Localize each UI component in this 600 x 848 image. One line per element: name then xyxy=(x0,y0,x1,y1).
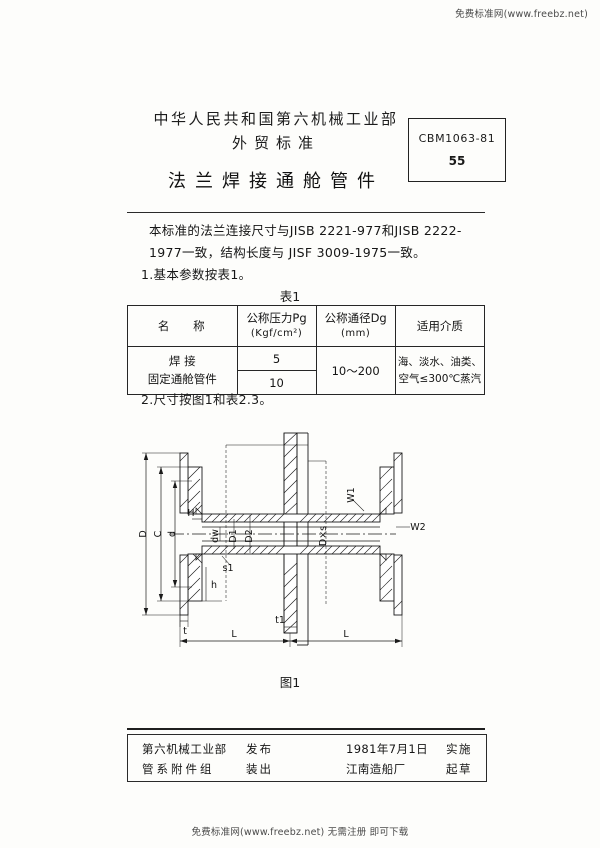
dimension-label-plate-thickness: t1 xyxy=(275,615,285,626)
dimension-label-flange-thickness: t xyxy=(183,626,187,637)
document-header: 中华人民共和国第六机械工业部 外贸标准 法兰焊接通舱管件 xyxy=(0,108,600,193)
column-header-pressure-unit: (Kgf/cm²) xyxy=(250,328,303,340)
intro-paragraph: 本标准的法兰连接尺寸与JISB 2221-977和JISB 2222-1977一… xyxy=(149,223,462,260)
cell-pressure-10: 10 xyxy=(236,370,317,395)
standard-number: CBM1063-81 xyxy=(418,132,496,145)
footer-group-action: 装出 xyxy=(246,762,273,776)
body-text: 本标准的法兰连接尺寸与JISB 2221-977和JISB 2222-1977一… xyxy=(127,220,487,286)
dimension-label-bolt-circle: C xyxy=(153,530,164,537)
table-body: 焊 接 固定通舱管件 5 10～200 海、淡水、油类、 空气≤300℃蒸汽 1… xyxy=(127,346,486,395)
figure-caption: 图1 xyxy=(279,675,301,690)
footer-divider xyxy=(127,728,485,730)
footer-drafter: 江南造船厂 xyxy=(346,762,406,776)
dimension-label-pipe-outer: dw xyxy=(210,529,221,543)
page-number: 55 xyxy=(448,154,466,168)
dimension-label-bore-1: D1 xyxy=(228,529,239,542)
dimension-label-length-right: L xyxy=(343,629,349,640)
footer-effective-date: 1981年7月1日 xyxy=(346,742,428,756)
dimension-label-bolt-hole: d xyxy=(167,531,178,537)
table-header-row: 名 称 公称压力Pg (Kgf/cm²) 公称通径Dg (mm) 适用介质 xyxy=(127,305,486,347)
column-header-diameter: 公称通径Dg (mm) xyxy=(315,305,396,347)
table-caption: 表1 xyxy=(279,289,301,304)
table-row: 10 xyxy=(128,370,485,395)
dimension-label-neck-height: h xyxy=(211,580,217,591)
footer-issue-action: 发布 xyxy=(246,742,273,756)
column-header-name-label: 名 称 xyxy=(157,318,215,333)
media-line-2: 空气≤300℃蒸汽 xyxy=(398,372,482,385)
footer-issuer: 第六机械工业部 xyxy=(142,742,227,756)
watermark-top: 免费标准网(www.freebz.net) xyxy=(455,9,588,20)
dimension-label-outer-diameter: D xyxy=(138,530,149,537)
product-name-line-1: 焊 接 xyxy=(168,354,196,369)
clause-1: 1.基本参数按表1。 xyxy=(141,266,252,282)
table-row: 焊 接 固定通舱管件 5 10～200 海、淡水、油类、 空气≤300℃蒸汽 xyxy=(127,346,486,395)
footer-drafter-action: 起草 xyxy=(446,762,472,776)
column-header-pressure: 公称压力Pg (Kgf/cm²) xyxy=(236,305,317,347)
clause-2: 2.尺寸按图1和表2.3。 xyxy=(141,392,273,407)
header-divider xyxy=(127,212,485,213)
column-header-media-label: 适用介质 xyxy=(416,318,463,333)
table-head: 名 称 公称压力Pg (Kgf/cm²) 公称通径Dg (mm) 适用介质 xyxy=(127,305,486,347)
footer-block: 第六机械工业部 发布 1981年7月1日 实施 管系附件组 装出 江南造船厂 起… xyxy=(127,734,487,782)
footer-effective-action: 实施 xyxy=(446,742,472,756)
column-header-diameter-label: 公称通径Dg xyxy=(324,311,387,326)
cell-product-name: 焊 接 固定通舱管件 xyxy=(127,346,238,395)
column-header-name: 名 称 xyxy=(127,305,238,347)
dimension-label-bore-2: D2 xyxy=(244,529,255,542)
dimension-label-hub-height: H xyxy=(187,508,194,519)
organization-line-1: 中华人民共和国第六机械工业部 xyxy=(153,110,399,128)
standard-number-box: CBM1063-81 55 xyxy=(408,118,506,182)
footer-group: 管系附件组 xyxy=(142,762,215,776)
dimension-label-weld-leg: s1 xyxy=(223,563,234,574)
page-title: 法兰焊接通舱管件 xyxy=(168,170,384,192)
technical-drawing: D C d H dw s1 D1 D2 D×s h t t1 W1 W2 L L xyxy=(130,415,480,655)
product-name-line-2: 固定通舱管件 xyxy=(147,371,217,386)
dimension-label-length-left: L xyxy=(231,629,237,640)
organization-line-2: 外贸标准 xyxy=(231,133,320,152)
specification-table: 名 称 公称压力Pg (Kgf/cm²) 公称通径Dg (mm) 适用介质 焊 xyxy=(127,305,486,395)
cell-pressure-5: 5 xyxy=(236,346,317,371)
column-header-media: 适用介质 xyxy=(394,305,486,347)
column-header-diameter-unit: (mm) xyxy=(341,328,371,340)
dimension-label-weld-2: W2 xyxy=(410,522,425,533)
cell-diameter-range: 10～200 xyxy=(315,346,396,395)
cell-media: 海、淡水、油类、 空气≤300℃蒸汽 xyxy=(394,346,486,395)
flange-assembly-drawing: D C d H dw s1 D1 D2 D×s h t t1 W1 W2 L L xyxy=(138,432,426,647)
column-header-pressure-label: 公称压力Pg xyxy=(246,311,307,326)
media-line-1: 海、淡水、油类、 xyxy=(397,356,482,369)
dimension-label-weld-1: W1 xyxy=(346,487,357,502)
watermark-bottom: 免费标准网(www.freebz.net) 无需注册 即可下载 xyxy=(191,827,409,838)
dimension-label-pipe-spec: D×s xyxy=(318,526,329,546)
